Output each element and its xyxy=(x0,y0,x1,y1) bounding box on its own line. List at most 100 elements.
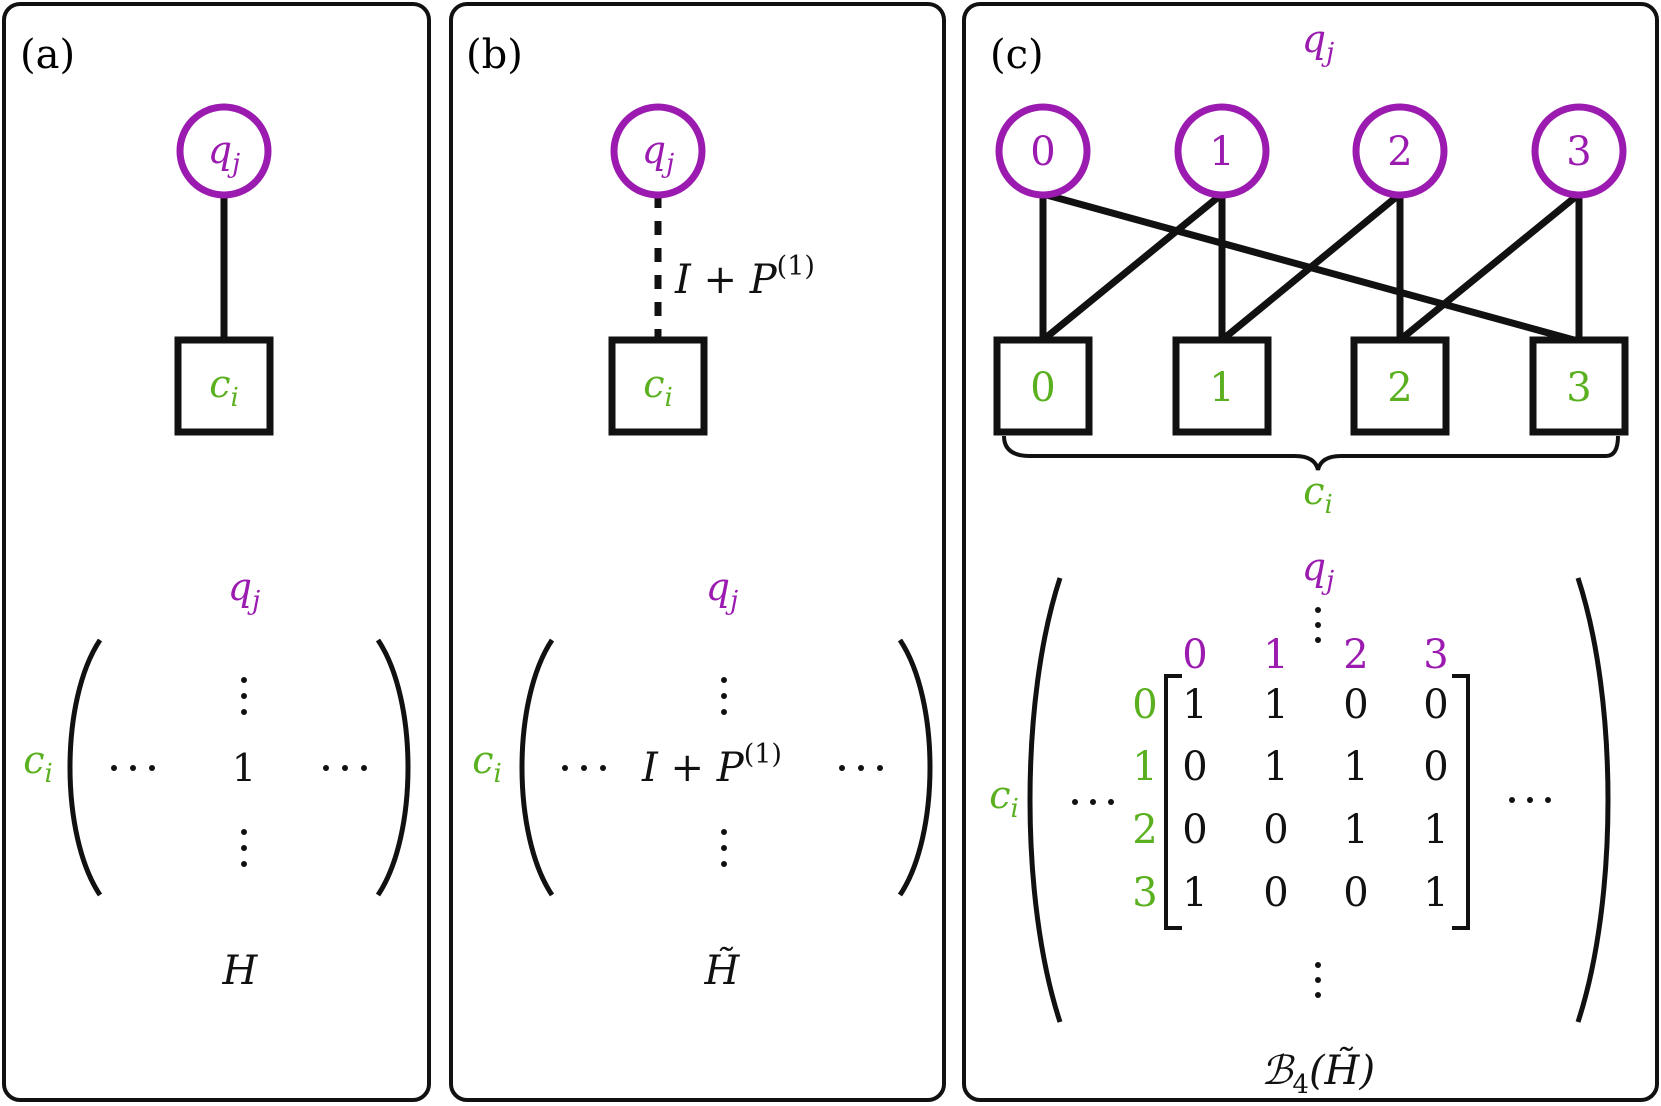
panel-b-vdots-top xyxy=(721,677,727,715)
variable-node-1-label: 1 xyxy=(1209,129,1234,175)
panel-c-hdots-left xyxy=(1072,799,1114,805)
panel-a-label: (a) xyxy=(20,32,75,78)
panel-a-variable-node xyxy=(176,103,272,199)
variable-node-1 xyxy=(1174,103,1270,199)
block-entry-r1-c2: 1 xyxy=(1343,744,1368,790)
panel-b-vdots-bottom xyxy=(721,829,727,867)
block-column-index-0: 0 xyxy=(1182,632,1207,678)
panel-c-check-group-label: ci xyxy=(1303,469,1333,520)
panel-c-label: (c) xyxy=(990,32,1044,78)
block-column-index-2: 2 xyxy=(1343,632,1368,678)
panel-a-left-paren xyxy=(67,638,103,897)
panel-c-variable-group-label: qj xyxy=(1302,17,1334,68)
check-node-3 xyxy=(1529,336,1629,436)
edge-v1-c0 xyxy=(1040,191,1225,343)
block-left-bracket xyxy=(1164,674,1182,930)
variable-node-3 xyxy=(1531,103,1627,199)
panel-c-edges xyxy=(1039,190,1583,344)
panel-a-hdots-left xyxy=(111,765,155,771)
panel-a-check-node xyxy=(174,336,274,436)
panel-b-matrix-name: H̃ xyxy=(704,947,741,994)
block-entry-r0-c1: 1 xyxy=(1263,682,1288,728)
panel-c-frame xyxy=(962,2,1659,1102)
edge-v3-c2 xyxy=(1397,191,1582,343)
panel-c-matrix-column-label: qj xyxy=(1302,545,1334,596)
panel-b-left-paren xyxy=(519,638,555,897)
panel-a-right-paren xyxy=(375,638,411,897)
panel-b-check-node-label: ci xyxy=(643,362,673,413)
panel-b-variable-node xyxy=(610,103,706,199)
panel-c-vdots-top xyxy=(1315,607,1321,643)
block-entry-r0-c0: 1 xyxy=(1182,682,1207,728)
check-node-0 xyxy=(993,336,1093,436)
block-entry-r2-c3: 1 xyxy=(1423,807,1448,853)
panel-b-check-node xyxy=(608,336,708,436)
panel-c: (c) qj 0 1 2 3 0 1 xyxy=(962,2,1659,1102)
variable-node-2-label: 2 xyxy=(1387,129,1412,175)
block-row-index-1: 1 xyxy=(1132,744,1157,790)
variable-node-2 xyxy=(1352,103,1448,199)
block-row-index-0: 0 xyxy=(1132,682,1157,728)
block-entry-r0-c3: 0 xyxy=(1423,682,1448,728)
panel-a-matrix-column-label: qj xyxy=(228,565,260,616)
check-node-2 xyxy=(1350,336,1450,436)
block-right-bracket xyxy=(1452,674,1470,930)
panel-b-label: (b) xyxy=(466,32,523,78)
panel-b-hdots-left xyxy=(562,765,606,771)
panel-a-frame xyxy=(2,2,431,1102)
panel-b-hdots-right xyxy=(839,765,883,771)
block-column-index-3: 3 xyxy=(1423,632,1448,678)
panel-c-check-brace xyxy=(1002,435,1620,471)
check-node-2-label: 2 xyxy=(1387,365,1412,411)
panel-a-matrix-row-label: ci xyxy=(23,738,53,789)
edge-v2-c1 xyxy=(1219,191,1403,343)
variable-node-0-label: 0 xyxy=(1030,129,1055,175)
panel-b-frame xyxy=(449,2,946,1102)
block-entry-r2-c1: 0 xyxy=(1263,807,1288,853)
panel-b-right-paren xyxy=(897,638,933,897)
panel-a-matrix-entry: 1 xyxy=(232,746,256,790)
panel-c-block-column-indices: 0 1 2 3 xyxy=(1182,632,1448,678)
panel-c-left-paren xyxy=(1027,577,1063,1023)
panel-c-right-paren xyxy=(1575,577,1611,1023)
block-entry-r1-c0: 0 xyxy=(1182,744,1207,790)
panel-a-check-node-label: ci xyxy=(209,362,239,413)
block-entry-r1-c3: 0 xyxy=(1423,744,1448,790)
panel-c-block-entries: 1 1 0 0 0 1 1 0 0 0 1 1 1 0 0 1 xyxy=(1182,682,1448,916)
panel-a-variable-node-label: qj xyxy=(208,128,240,179)
block-row-index-3: 3 xyxy=(1132,870,1157,916)
block-row-index-2: 2 xyxy=(1132,807,1157,853)
panel-c-variable-nodes: 0 1 2 3 xyxy=(995,103,1627,199)
check-node-0-label: 0 xyxy=(1030,365,1055,411)
panel-c-vdots-bottom xyxy=(1315,962,1321,998)
check-node-1-label: 1 xyxy=(1209,365,1234,411)
panel-b-variable-node-label: qj xyxy=(642,128,674,179)
check-node-3-label: 3 xyxy=(1566,365,1591,411)
panel-b-matrix-row-label: ci xyxy=(472,738,502,789)
panel-c-hdots-right xyxy=(1509,797,1551,803)
block-entry-r3-c2: 0 xyxy=(1343,870,1368,916)
block-entry-r2-c0: 0 xyxy=(1182,807,1207,853)
block-column-index-1: 1 xyxy=(1263,632,1288,678)
variable-node-3-label: 3 xyxy=(1566,129,1591,175)
panel-c-matrix-name: ℬ4(H̃) xyxy=(1261,1047,1375,1100)
panel-a: (a) qj ci qj ci 1 H xyxy=(2,2,431,1102)
block-entry-r3-c3: 1 xyxy=(1423,870,1448,916)
panel-c-check-nodes: 0 1 2 3 xyxy=(993,336,1629,436)
block-entry-r3-c0: 1 xyxy=(1182,870,1207,916)
check-node-1 xyxy=(1172,336,1272,436)
panel-a-vdots-bottom xyxy=(241,829,247,867)
panel-c-block-row-indices: 0 1 2 3 xyxy=(1132,682,1157,916)
block-entry-r3-c1: 0 xyxy=(1263,870,1288,916)
panel-b-edge-label: I + P(1) xyxy=(674,251,815,303)
panel-b: (b) I + P(1) qj ci qj ci I + P(1) H̃ xyxy=(449,2,946,1102)
panel-a-matrix-name: H xyxy=(222,948,259,994)
panel-b-matrix-column-label: qj xyxy=(706,565,738,616)
panel-b-matrix-entry: I + P(1) xyxy=(641,739,782,791)
panel-c-matrix-row-label: ci xyxy=(989,773,1019,824)
panel-a-hdots-right xyxy=(323,765,367,771)
variable-node-0 xyxy=(995,103,1091,199)
block-entry-r2-c2: 1 xyxy=(1343,807,1368,853)
panel-a-vdots-top xyxy=(241,677,247,715)
